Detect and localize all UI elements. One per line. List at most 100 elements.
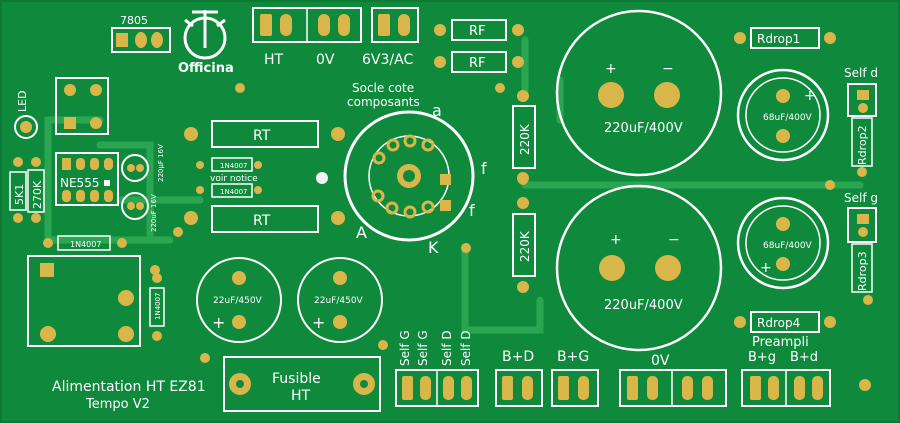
label-220k-2: 220K [518,230,532,262]
diode-1n4007-a: 1N4007 [196,157,262,172]
label-220uf-16v-a: 220uF 16V [150,194,158,232]
label-0v-bottom: 0V [651,353,670,369]
led: LED [14,90,38,139]
tube-socket: Socle cote composants a f f A K [343,81,487,257]
via-preampli [859,379,871,391]
label-220uf-16v-b: 220µF 16V [157,144,165,182]
resistor-220k-2: 220K [512,197,536,293]
resistor-rt-2: RT [184,205,345,233]
diode-1n4007-b: 1N4007 [196,183,262,198]
label-self-D1: Self D [440,330,454,366]
label-220k-1: 220K [518,123,532,155]
connector-6v3-ac: 6V3/AC [362,7,419,68]
plus-sign-22b: + [312,313,325,332]
fuse-ht: Fusible HT [223,356,381,412]
label-ne555: NE555 [60,176,99,190]
transistor-block [55,77,109,135]
label-self-D2: Self D [459,330,473,366]
label-diode-a: 1N4007 [220,162,248,170]
label-rdrop2: Rdrop2 [856,125,869,165]
label-22uf-a: 22uF/450V [213,296,263,306]
minus-sign-a: − [662,61,674,77]
resistor-270k: 270K [27,157,45,223]
label-pin-a: a [432,101,442,120]
capacitor-220uf-400v-b: + − 220uF/400V [555,184,723,352]
plus-sign-68a: + [804,88,816,104]
label-diode-d: 1N4007 [154,292,162,320]
connector-self-gd: Self G Self G Self D Self D [395,330,479,407]
resistor-5k1: 5K1 [9,157,27,223]
resistor-rdrop3: Rdrop3 [851,243,873,293]
label-ht: HT [264,52,284,68]
officina-logo: Officina [178,10,234,76]
connector-bpd: B+D [495,349,543,407]
label-pin-K: K [428,238,439,257]
label-rdrop3: Rdrop3 [856,251,869,291]
label-pin-f2: f [469,201,475,220]
label-voir-notice: voir notice [210,174,258,184]
resistor-rf-1: RF [434,19,524,41]
plus-sign-a: + [605,61,617,77]
label-bd: B+d [790,350,818,365]
capacitor-68uf-400v-a: + 68uF/400V [736,68,830,162]
diode-1n4007-d: 1N4007 [149,273,165,341]
minus-sign-b: − [668,232,680,248]
diode-1n4007-c: 1N4007 [43,235,127,251]
connector-bpg: B+G [551,349,599,407]
capacitor-68uf-400v-b: + 68uF/400V [736,196,830,290]
connector-preampli: Preampli B+g B+d [741,335,831,407]
capacitor-220uf-16v-b [121,192,149,220]
label-bg: B+g [748,350,776,365]
resistor-rdrop4: Rdrop4 [734,311,836,333]
label-diode-b: 1N4007 [220,188,248,196]
label-bpg: B+G [557,349,589,365]
label-led: LED [16,90,29,112]
resistor-rdrop2: Rdrop2 [851,117,873,177]
label-pin-f1: f [481,159,487,178]
mounting-hole [316,172,328,184]
label-0v-top: 0V [316,52,335,68]
label-68uf-a: 68uF/400V [763,113,813,123]
label-7805: 7805 [120,14,148,27]
capacitor-22uf-450v-a: 22uF/450V + [196,257,282,343]
label-rf-1: RF [469,24,486,39]
regulator-7805: 7805 [111,14,171,53]
label-fusible: Fusible [272,371,321,387]
label-220uf-400v-a: 220uF/400V [604,121,683,136]
board-title-2: Tempo V2 [85,397,150,412]
resistor-rt-1: RT [184,120,345,148]
label-preampli: Preampli [752,335,809,350]
capacitor-220uf-16v-a [121,154,149,182]
connector-self-g: Self g [844,191,878,243]
plus-sign-b: + [610,232,622,248]
connector-0v-bottom: 0V [619,353,727,407]
resistor-rf-2: RF [434,51,524,73]
label-fusible-ht: HT [291,388,311,404]
capacitor-220uf-400v-a: + − 220uF/400V [555,9,723,177]
label-self-G2: Self G [416,330,430,366]
resistor-rdrop1: Rdrop1 [734,27,836,49]
label-rdrop1: Rdrop1 [757,32,800,46]
label-pin-A: A [356,223,367,242]
logo-text: Officina [178,61,234,76]
label-self-d: Self d [844,66,878,80]
label-rt-2: RT [253,213,271,229]
label-socle-2: composants [347,95,420,109]
label-rt-1: RT [253,128,271,144]
resistor-220k-1: 220K [512,90,536,184]
label-bpd: B+D [502,349,534,365]
connector-ht-0v: HT 0V [252,7,362,68]
label-5k1: 5K1 [13,184,26,205]
label-270k: 270K [31,180,44,209]
label-22uf-b: 22uF/450V [314,296,364,306]
capacitor-22uf-450v-b: 22uF/450V + [297,257,383,343]
label-diode-c: 1N4007 [70,240,101,249]
copper-traces [44,36,864,334]
label-6v3-ac: 6V3/AC [362,52,413,68]
label-self-G1: Self G [398,330,412,366]
label-rf-2: RF [469,56,486,71]
connector-self-d: Self d [844,66,878,117]
ic-ne555: NE555 [55,152,119,206]
